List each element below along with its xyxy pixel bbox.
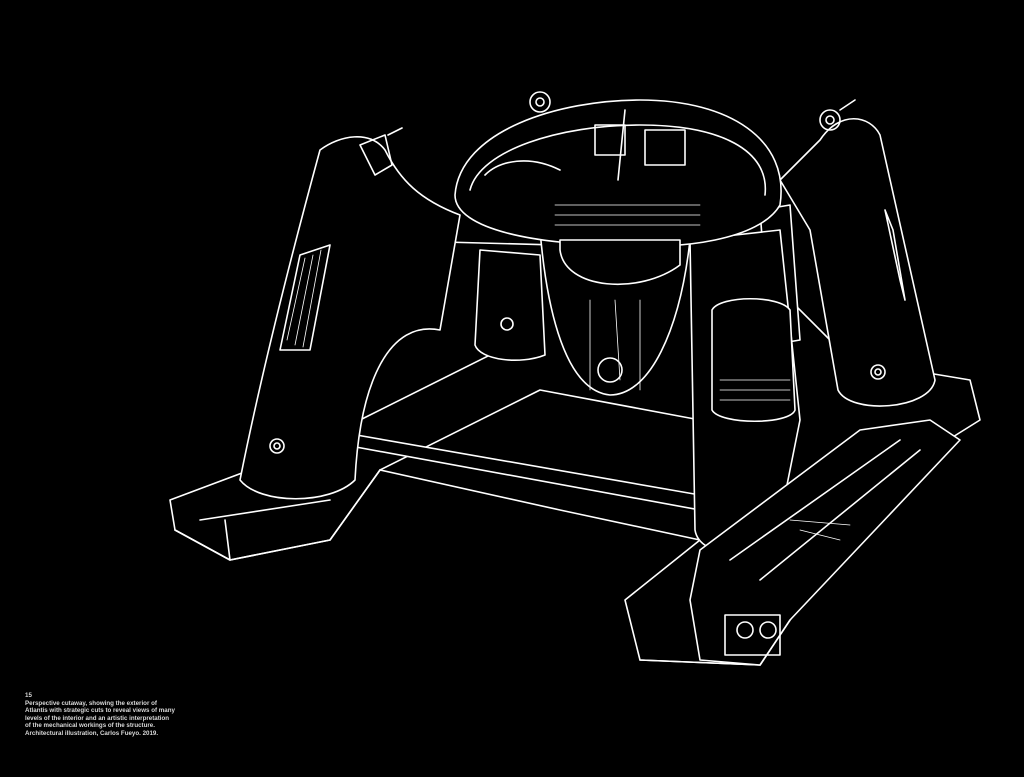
caption-line: Perspective cutaway, showing the exterio… (25, 699, 157, 707)
front-arm (689, 419, 961, 666)
central-dome (454, 91, 782, 396)
caption-line: of the mechanical workings of the struct… (25, 722, 155, 730)
caption-line: Atlantis with strategic cuts to reveal v… (25, 707, 175, 715)
caption-line: Architectural illustration, Carlos Fueyo… (25, 729, 159, 737)
left-leg (239, 127, 461, 500)
figure-number: 15 (25, 692, 32, 699)
front-leg (689, 229, 801, 553)
right-leg (779, 99, 936, 407)
caption-line: levels of the interior and an artistic i… (25, 714, 170, 722)
figure-caption: 15 Perspective cutaway, showing the exte… (25, 692, 185, 738)
